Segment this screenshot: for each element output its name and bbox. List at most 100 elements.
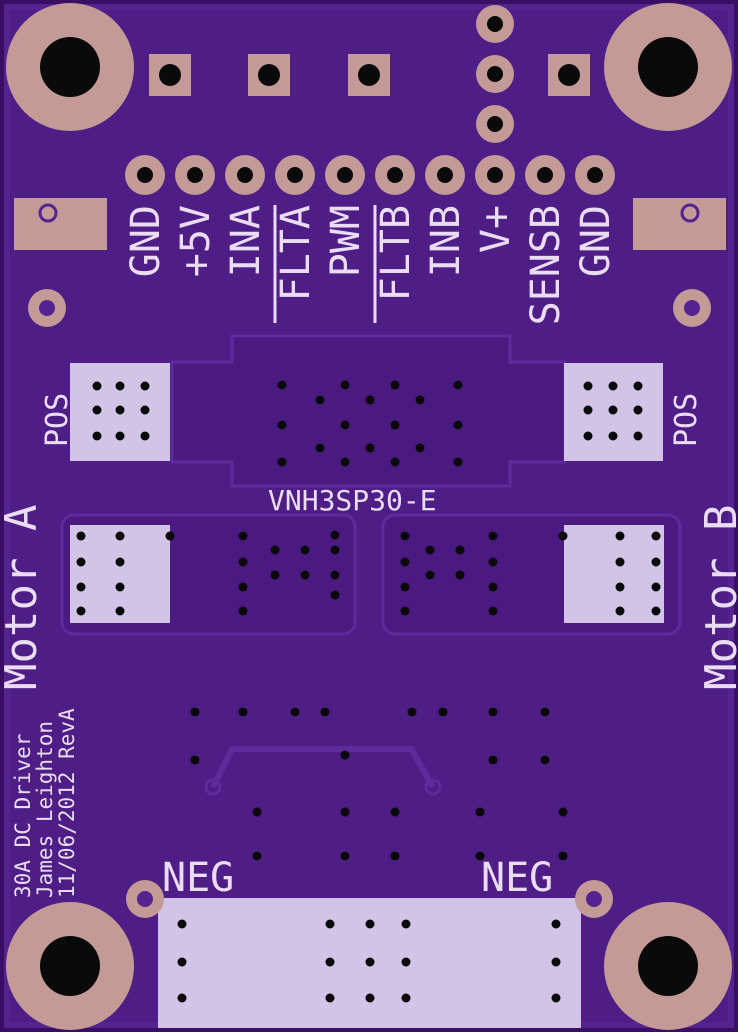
via <box>190 755 200 765</box>
via <box>400 606 410 616</box>
trace-via <box>424 778 442 796</box>
via <box>330 545 340 555</box>
via <box>415 395 425 405</box>
header-pin-label: GND <box>573 205 619 277</box>
via <box>325 919 335 929</box>
header-pad-hole <box>437 167 453 183</box>
via <box>633 381 643 391</box>
header-pad-hole <box>137 167 153 183</box>
via <box>407 707 417 717</box>
via <box>340 380 350 390</box>
credit-line-1: 30A DC Driver <box>11 734 35 898</box>
via <box>365 443 375 453</box>
header-pin-label-group: GND <box>573 205 619 277</box>
via <box>277 380 287 390</box>
via <box>615 557 625 567</box>
tab-hole-left <box>38 203 58 223</box>
header-pad-hole <box>237 167 253 183</box>
via <box>615 606 625 616</box>
via <box>115 582 125 592</box>
via <box>488 707 498 717</box>
header-pin-label-group: INA <box>223 205 269 277</box>
header-pin-label-group: FLTB <box>373 205 419 323</box>
via <box>252 851 262 861</box>
header-pad-hole <box>287 167 303 183</box>
via <box>390 380 400 390</box>
via <box>455 545 465 555</box>
via <box>390 807 400 817</box>
header-pin-label: INA <box>223 205 269 277</box>
via <box>277 420 287 430</box>
header-pin-label-group: FLTA <box>273 205 319 323</box>
tab-pad-left <box>14 198 107 250</box>
via <box>401 957 411 967</box>
via <box>315 443 325 453</box>
via <box>425 545 435 555</box>
via <box>488 755 498 765</box>
via <box>177 993 187 1003</box>
header-pin-label: V+ <box>473 205 519 253</box>
via <box>401 919 411 929</box>
via <box>453 380 463 390</box>
via <box>76 531 86 541</box>
via <box>488 557 498 567</box>
via <box>340 851 350 861</box>
via <box>365 993 375 1003</box>
via <box>390 851 400 861</box>
via <box>270 545 280 555</box>
via <box>340 750 350 760</box>
via <box>190 707 200 717</box>
via <box>365 957 375 967</box>
via <box>651 582 661 592</box>
via <box>290 707 300 717</box>
via <box>488 582 498 592</box>
via <box>238 606 248 616</box>
header-pin-label-group: GND <box>123 205 169 277</box>
via <box>325 993 335 1003</box>
via <box>551 919 561 929</box>
motor-b-label: Motor B <box>696 505 738 690</box>
via <box>140 405 150 415</box>
via <box>115 405 125 415</box>
via <box>615 582 625 592</box>
via <box>140 431 150 441</box>
via <box>115 431 125 441</box>
motor-a-label: Motor A <box>0 505 47 690</box>
via <box>252 807 262 817</box>
header-pin-label: INB <box>423 205 469 277</box>
via <box>551 993 561 1003</box>
via <box>115 557 125 567</box>
via <box>165 531 175 541</box>
via <box>608 381 618 391</box>
via <box>475 851 485 861</box>
via <box>455 570 465 580</box>
via <box>76 557 86 567</box>
header-pin-label-group: PWM <box>323 205 369 277</box>
tab-pad-right <box>633 198 726 250</box>
via <box>400 582 410 592</box>
via <box>400 557 410 567</box>
via <box>488 606 498 616</box>
header-pin-label-group: INB <box>423 205 469 277</box>
header-pad-hole <box>337 167 353 183</box>
via <box>425 570 435 580</box>
via <box>558 531 568 541</box>
header-pin-label: FLTB <box>373 205 419 301</box>
header-pad-hole <box>387 167 403 183</box>
pos-label-left: POS <box>40 393 75 447</box>
via <box>238 557 248 567</box>
header-pin-label: SENSB <box>523 205 569 325</box>
header-pad-hole <box>537 167 553 183</box>
via <box>340 807 350 817</box>
via <box>238 531 248 541</box>
chip-label: VNH3SP30-E <box>268 484 437 517</box>
via <box>330 570 340 580</box>
via <box>558 807 568 817</box>
via <box>401 993 411 1003</box>
header-pin-label: GND <box>123 205 169 277</box>
motor-b-pad <box>564 525 664 623</box>
trace-via <box>204 778 222 796</box>
via <box>583 381 593 391</box>
